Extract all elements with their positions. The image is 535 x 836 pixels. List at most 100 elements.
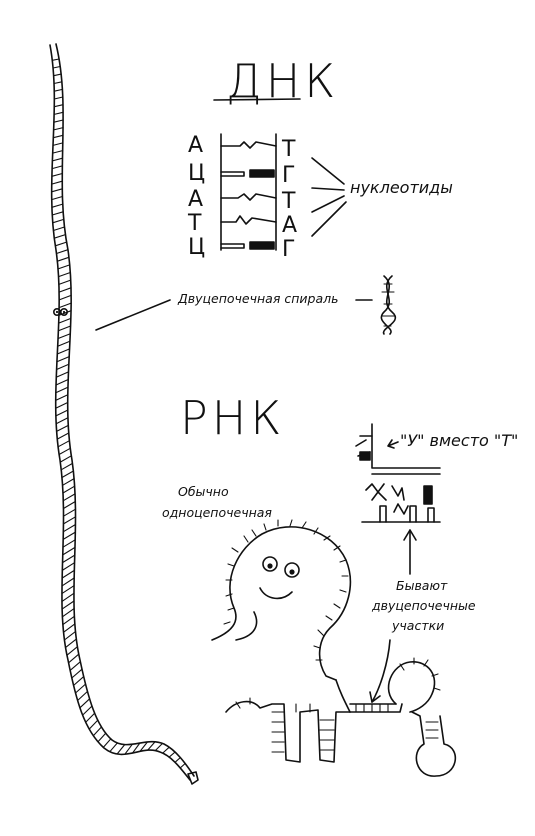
worm-rung: [63, 630, 77, 641]
worm-rung: [57, 440, 70, 448]
dna-right-base-4: А: [282, 213, 297, 238]
creature-smile: [259, 587, 293, 600]
worm-rung: [61, 585, 75, 595]
worm-rung: [79, 698, 91, 709]
worm-rung: [51, 211, 64, 216]
double-parts-label-line-1: Бывают: [396, 578, 448, 593]
worm-rung: [53, 127, 64, 131]
single-strand-label-line-2: одноцепочечная: [162, 505, 272, 520]
worm-rung: [85, 712, 96, 723]
worm-rung: [88, 719, 99, 730]
worm-rung: [62, 478, 75, 486]
nucleotides-label: нуклеотиды: [350, 178, 453, 197]
dna-right-base-1: Т: [281, 137, 296, 162]
worm-rung: [131, 742, 141, 754]
worm-rung: [58, 279, 72, 285]
worm-rung: [61, 554, 76, 564]
worm-rung: [52, 142, 64, 146]
worm-rung: [77, 690, 88, 702]
worm-rung: [51, 203, 64, 208]
worm-rung: [51, 165, 63, 170]
creature-hatching: [223, 519, 349, 661]
worm-rung: [57, 325, 72, 332]
dna-left-base-1: А: [188, 133, 203, 158]
rna-strand-ladder: [355, 423, 441, 523]
worm-rung: [53, 119, 64, 123]
double-parts-label-line-3: участки: [391, 618, 444, 633]
worm-rung: [53, 81, 63, 85]
worm-rung: [58, 294, 72, 301]
worm-rung: [54, 241, 68, 247]
worm-rung: [58, 447, 71, 456]
worm-rung: [97, 732, 107, 743]
dna-ladder: А Ц А Т Ц Т Г Т А Г: [187, 133, 297, 262]
worm-rung: [61, 470, 74, 479]
worm-rung: [154, 742, 164, 752]
worm-rung: [72, 676, 85, 687]
worm-rung: [53, 234, 66, 239]
u-label-pointer: [387, 439, 399, 449]
worm-rung: [52, 65, 61, 69]
worm-rung: [55, 401, 69, 409]
dna-left-base-5: Ц: [188, 235, 205, 260]
worm-rung: [66, 646, 78, 656]
worm-rung: [55, 394, 69, 401]
worm-rung: [59, 455, 72, 463]
worm-rung: [61, 592, 75, 602]
worm-rung: [162, 746, 170, 754]
dna-right-base-5: Г: [282, 237, 295, 262]
lower-structure-hatching: [235, 657, 441, 753]
single-strand-label-line-1: Обычно: [178, 484, 229, 499]
worm-rung: [58, 302, 72, 309]
dna-right-base-3: Т: [281, 189, 296, 214]
worm-rung: [61, 577, 75, 587]
worm-rung: [168, 751, 176, 758]
dna-title-underline: [213, 98, 301, 101]
worm-rung: [62, 500, 76, 510]
double-helix-label: Двуцепочечная спираль: [177, 291, 338, 306]
double-parts-arrow-down: [369, 639, 391, 703]
worm-rung: [56, 424, 69, 432]
worm-rung: [53, 111, 64, 115]
worm-rung: [52, 134, 64, 139]
worm-rung: [62, 493, 76, 502]
worm-rung: [62, 623, 76, 633]
worm-rung: [109, 742, 118, 753]
worm-rung: [53, 96, 64, 100]
worm-rung: [61, 608, 75, 618]
worm-rung: [58, 317, 72, 324]
double-parts-label-line-2: двуцепочечные: [371, 598, 476, 613]
worm-rung: [55, 386, 69, 394]
worm-rung: [52, 218, 65, 224]
worm-rung: [51, 195, 63, 201]
rna-lower-structure: [225, 657, 457, 777]
worm-rung: [51, 58, 60, 61]
worm-rung: [58, 271, 71, 278]
worm-rung: [55, 371, 70, 378]
worm-rung: [51, 157, 64, 162]
worm-rung: [56, 348, 71, 355]
worm-rung: [147, 741, 156, 751]
worm-rung: [62, 615, 75, 626]
worm-rung: [68, 653, 80, 664]
worm-rung: [62, 539, 76, 548]
worm-rung: [52, 150, 64, 154]
helix-pointer-line: [95, 299, 171, 331]
worm-rung: [56, 432, 70, 440]
worm-rung: [51, 180, 63, 185]
worm-rung: [62, 546, 76, 556]
worm-rung: [61, 562, 76, 571]
double-helix-icon: [380, 275, 397, 335]
worm-rung: [64, 638, 77, 649]
worm-tail-head: [187, 771, 199, 785]
worm-rung: [60, 462, 74, 471]
worm-rung: [56, 363, 70, 371]
worm-rung: [62, 531, 76, 540]
worm-rung: [71, 668, 83, 679]
worm-eyes: [52, 307, 68, 316]
worm-rung: [74, 683, 87, 694]
worm-rung: [124, 743, 133, 755]
worm-rung: [51, 188, 63, 193]
worm-rung: [102, 738, 112, 748]
dna-left-base-4: Т: [187, 211, 202, 236]
